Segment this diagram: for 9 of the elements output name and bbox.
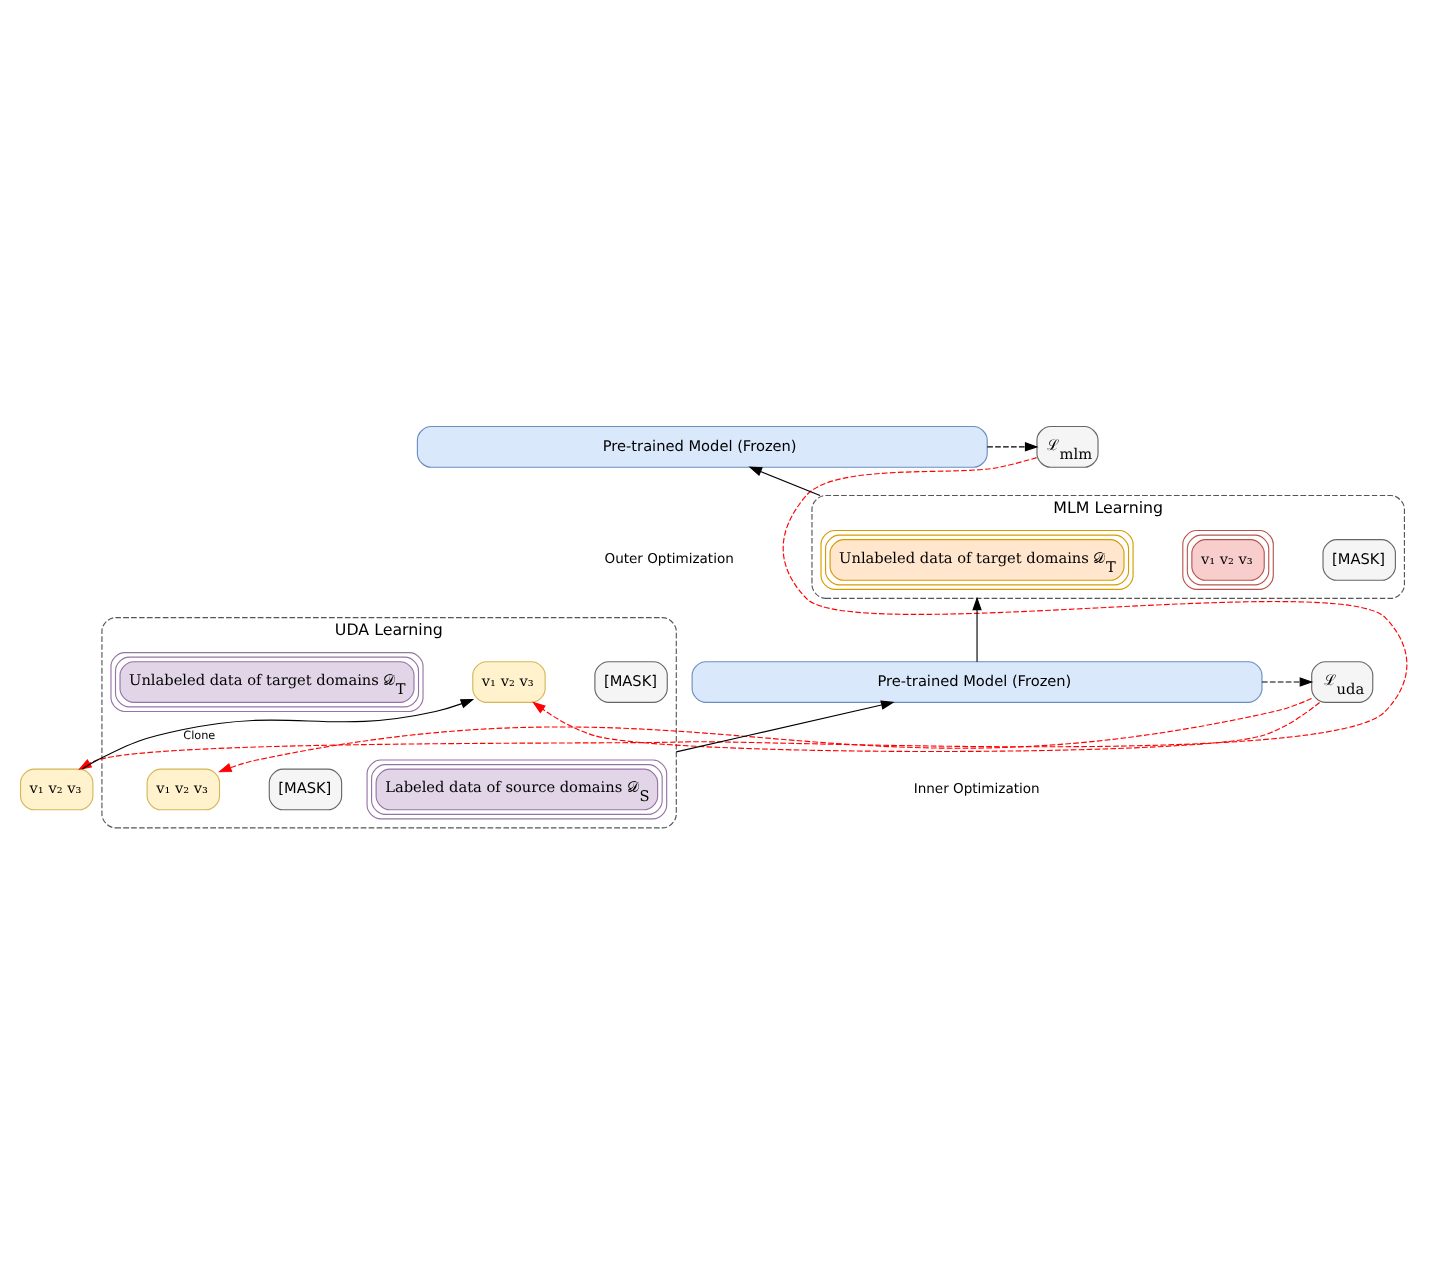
arrow xyxy=(81,698,475,769)
arrow xyxy=(1261,676,1314,686)
arrow xyxy=(218,697,1313,772)
arrow xyxy=(675,699,895,752)
arrow xyxy=(972,595,982,662)
arrow xyxy=(532,700,1321,752)
arrow xyxy=(748,465,821,496)
arrow xyxy=(986,441,1039,451)
arrow xyxy=(78,456,1408,769)
